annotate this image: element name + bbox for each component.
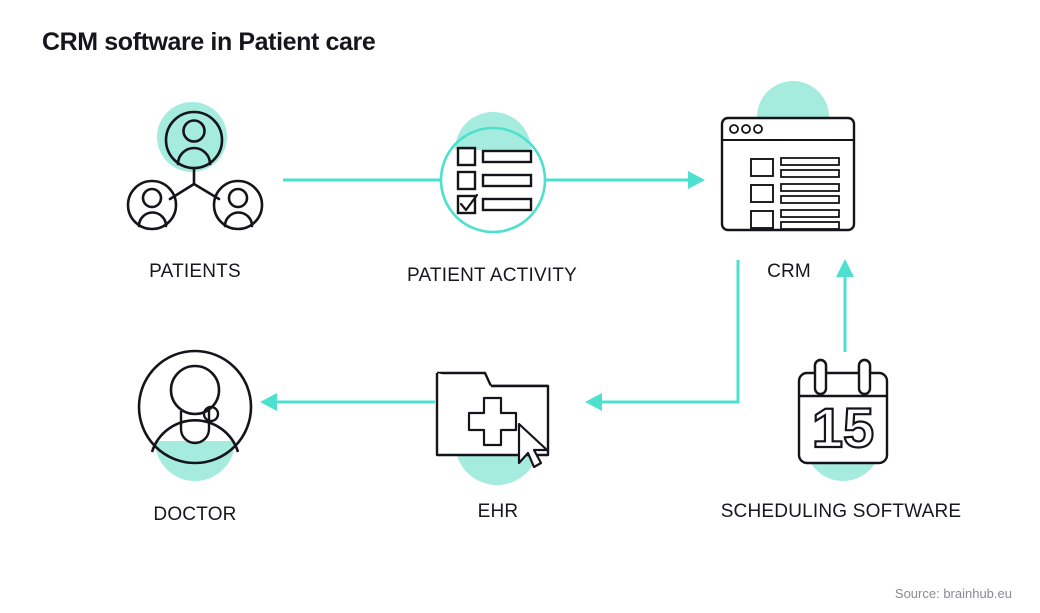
crm-row-3-line-1	[780, 209, 840, 218]
blob-patient-activity	[455, 112, 531, 150]
calendar-ring-right-top	[857, 358, 872, 396]
patient-left-body	[137, 211, 168, 228]
doctor-circle	[137, 349, 253, 465]
patient-top-body	[176, 146, 212, 166]
crm-row-2-line-1	[780, 183, 840, 192]
arrowhead-ehr-to-doctor	[260, 393, 277, 411]
doctor-stethoscope-icon	[137, 349, 253, 465]
crm-row-3-line-2	[780, 221, 840, 230]
crm-row-3-thumb	[750, 210, 774, 229]
patient-right-body	[223, 211, 254, 228]
activity-bar-1	[481, 149, 533, 164]
ehr-cross-icon	[467, 396, 518, 447]
patient-right-head	[227, 187, 249, 209]
folder-medical-cross-icon	[435, 371, 550, 469]
crm-row-2-line-2	[780, 195, 840, 204]
patients-group-icon	[126, 110, 264, 231]
patient-top-circle	[164, 110, 224, 170]
node-label-doctor: DOCTOR	[153, 504, 237, 525]
crm-window-frame	[720, 116, 856, 232]
calendar-icon: 15	[797, 358, 889, 465]
crm-dot-2-icon	[741, 124, 751, 134]
crm-row-1-line-2	[780, 169, 840, 178]
activity-checkbox-3	[456, 194, 477, 215]
browser-window-icon	[720, 116, 856, 232]
node-label-scheduling-software: SCHEDULING SOFTWARE	[720, 501, 962, 522]
activity-circle	[439, 126, 547, 234]
doctor-head	[169, 364, 221, 416]
ehr-cursor-icon	[517, 422, 549, 469]
calendar-ring-left-top	[813, 358, 828, 396]
arrowhead-activity-to-crm	[688, 171, 705, 189]
page-title: CRM software in Patient care	[42, 28, 376, 56]
crm-row-2-thumb	[750, 184, 774, 203]
crm-row-1-thumb	[750, 158, 774, 177]
arrowhead-crm-to-ehr	[585, 393, 602, 411]
node-label-patient-activity: PATIENT ACTIVITY	[406, 265, 578, 286]
connector-crm-to-ehr	[600, 260, 740, 404]
arrowhead-scheduling-to-crm	[836, 259, 854, 277]
activity-checkbox-2	[456, 170, 477, 191]
connector-layer	[260, 171, 854, 411]
checklist-circle-icon	[439, 126, 547, 234]
patients-stem	[168, 166, 221, 201]
node-label-patients: PATIENTS	[149, 261, 241, 282]
activity-bar-3	[481, 197, 533, 212]
doctor-body	[150, 419, 240, 453]
node-label-ehr: EHR	[477, 501, 519, 522]
source-attribution: Source: brainhub.eu	[894, 586, 1012, 601]
crm-dot-3-icon	[753, 124, 763, 134]
patient-left-circle	[126, 179, 178, 231]
patient-right-circle	[212, 179, 264, 231]
activity-bar-2	[481, 173, 533, 188]
patient-left-head	[141, 187, 163, 209]
doctor-stethoscope-tube	[179, 409, 211, 445]
doctor-stethoscope-bell-icon	[202, 405, 220, 423]
activity-check-mark-icon	[459, 193, 479, 212]
crm-row-1-line-1	[780, 157, 840, 166]
blob-doctor	[155, 441, 235, 481]
blob-crm	[757, 81, 829, 117]
activity-checkbox-1	[456, 146, 477, 167]
patient-top-head	[182, 119, 206, 143]
calendar-day-number: 15	[812, 396, 874, 459]
node-label-crm: CRM	[767, 261, 811, 282]
crm-dot-1-icon	[729, 124, 739, 134]
